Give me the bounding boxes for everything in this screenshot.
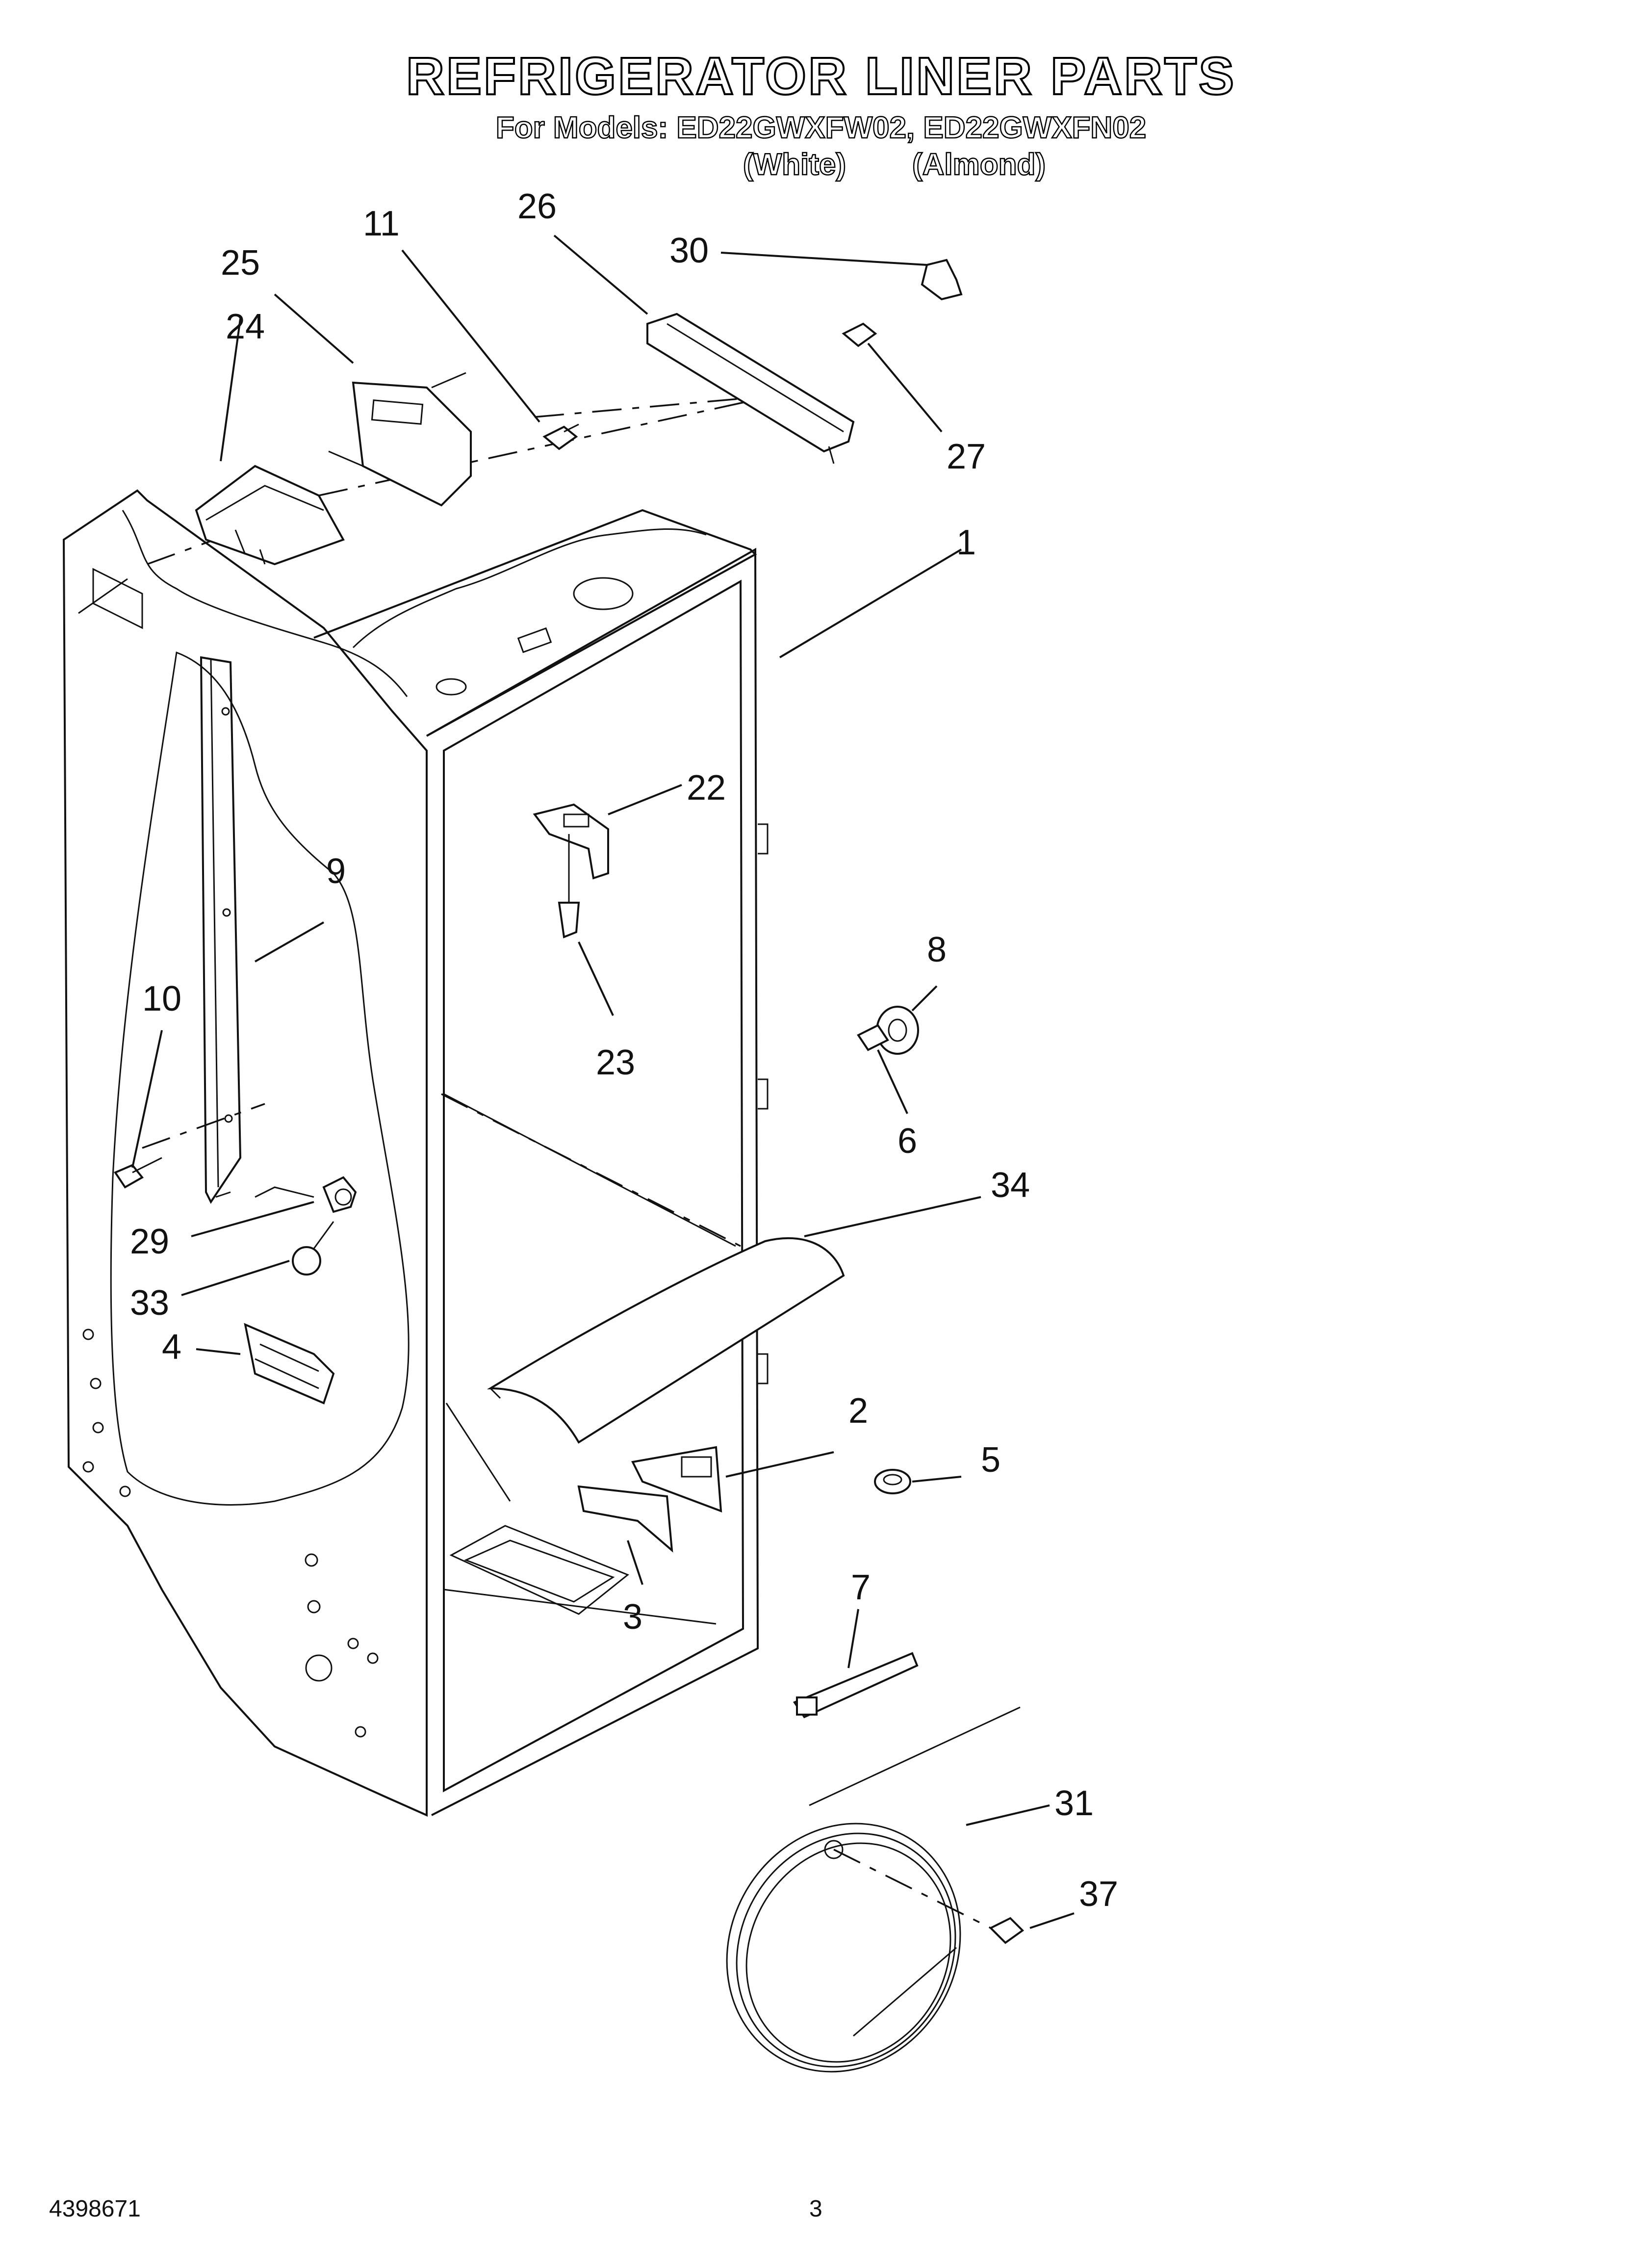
part-33-bulb bbox=[292, 1221, 334, 1276]
callout-3: 3 bbox=[623, 1597, 642, 1637]
callout-1: 1 bbox=[956, 523, 976, 562]
part-27-screw bbox=[842, 322, 877, 347]
part-7-cable-tie bbox=[793, 1652, 919, 1719]
callout-11: 11 bbox=[363, 204, 400, 243]
callout-9: 9 bbox=[326, 852, 346, 891]
part-22-bracket bbox=[533, 803, 609, 903]
callout-37: 37 bbox=[1079, 1875, 1118, 1914]
callout-4: 4 bbox=[162, 1328, 181, 1367]
model-color-almond: (Almond) bbox=[912, 147, 1047, 182]
callout-8: 8 bbox=[927, 930, 947, 969]
part-6-screw bbox=[857, 1024, 889, 1051]
callout-labels: 1 2 3 4 5 6 7 8 9 10 11 22 23 24 25 26 2… bbox=[130, 187, 1118, 1914]
page-title: REFRIGERATOR LINER PARTS bbox=[405, 45, 1236, 106]
callout-30: 30 bbox=[669, 231, 709, 270]
part-10-screw bbox=[114, 1157, 162, 1189]
callout-26: 26 bbox=[517, 187, 557, 226]
callout-27: 27 bbox=[947, 437, 986, 476]
callout-7: 7 bbox=[851, 1568, 871, 1607]
part-29-lamp-socket bbox=[215, 1176, 357, 1213]
model-color-white: (White) bbox=[743, 147, 847, 182]
part-5-plug bbox=[874, 1469, 911, 1494]
callout-2: 2 bbox=[848, 1391, 868, 1431]
part-37-screw bbox=[989, 1917, 1025, 1944]
part-11-screw bbox=[542, 423, 579, 450]
part-2-bracket bbox=[631, 1446, 722, 1512]
callout-29: 29 bbox=[130, 1222, 169, 1261]
part-34-cover bbox=[487, 1237, 845, 1444]
part-25-cover bbox=[328, 372, 472, 507]
part-4-grille bbox=[244, 1323, 335, 1405]
callout-31: 31 bbox=[1054, 1784, 1094, 1823]
callout-24: 24 bbox=[226, 307, 265, 346]
callout-5: 5 bbox=[981, 1440, 1001, 1480]
callout-34: 34 bbox=[991, 1166, 1030, 1205]
leader-lines bbox=[131, 235, 1075, 1929]
page-number: 3 bbox=[809, 2196, 822, 2222]
callout-6: 6 bbox=[898, 1121, 917, 1161]
assembly-lines bbox=[142, 396, 991, 1929]
callout-25: 25 bbox=[221, 243, 260, 283]
part-8-grommet bbox=[876, 1006, 919, 1055]
liner-body bbox=[62, 489, 769, 1817]
part-3-bracket bbox=[577, 1485, 673, 1553]
part-9-rail bbox=[200, 656, 242, 1204]
part-31-harness bbox=[726, 1706, 1021, 2073]
document-number: 4398671 bbox=[49, 2196, 141, 2222]
callout-23: 23 bbox=[596, 1043, 635, 1082]
callout-33: 33 bbox=[130, 1283, 169, 1323]
part-26-channel bbox=[646, 313, 855, 464]
part-24-control-housing bbox=[195, 465, 345, 566]
callout-10: 10 bbox=[142, 979, 181, 1018]
part-23-screw bbox=[558, 902, 580, 938]
model-list: For Models: ED22GWXFW02, ED22GWXFN02 bbox=[495, 110, 1147, 146]
part-30-clip bbox=[921, 259, 963, 301]
callout-22: 22 bbox=[687, 768, 726, 808]
